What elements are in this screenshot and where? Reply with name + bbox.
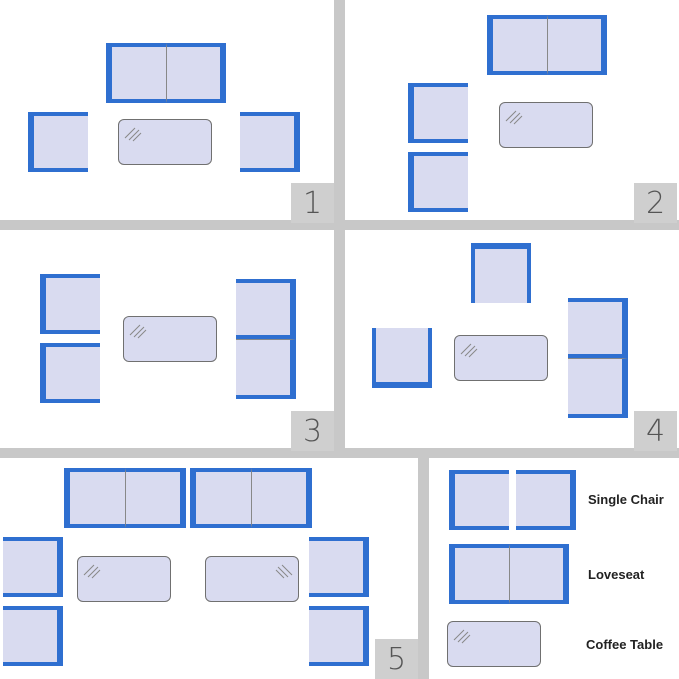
- loveseat-bottom-seat: [236, 339, 296, 399]
- coffee-table: [205, 556, 299, 602]
- loveseat-right-seat: [251, 468, 312, 528]
- legend-loveseat-left-seat: [449, 544, 509, 604]
- single-chair: [40, 343, 100, 403]
- single-chair: [3, 606, 63, 666]
- panel-number: 5: [375, 639, 418, 679]
- coffee-table: [77, 556, 171, 602]
- panel-number: 3: [291, 411, 334, 451]
- single-chair: [3, 537, 63, 597]
- glass-glare-icon: [124, 127, 142, 142]
- single-chair: [408, 83, 468, 143]
- legend-coffee-table: [447, 621, 541, 667]
- loveseat-left-seat: [106, 43, 166, 103]
- loveseat-top-seat: [236, 279, 296, 339]
- single-chair: [372, 328, 432, 388]
- loveseat-top-seat: [568, 298, 628, 358]
- loveseat-left-seat: [487, 15, 547, 75]
- panel-number: 4: [634, 411, 677, 451]
- glass-glare-icon: [505, 110, 523, 125]
- glass-glare-icon: [275, 564, 293, 579]
- single-chair: [28, 112, 88, 172]
- coffee-table: [118, 119, 212, 165]
- glass-glare-icon: [453, 629, 471, 644]
- single-chair: [471, 243, 531, 303]
- loveseat-right-seat: [125, 468, 186, 528]
- single-chair: [309, 537, 369, 597]
- legend-label-coffee-table: Coffee Table: [586, 637, 664, 652]
- glass-glare-icon: [460, 343, 478, 358]
- coffee-table: [123, 316, 217, 362]
- glass-glare-icon: [83, 564, 101, 579]
- single-chair: [240, 112, 300, 172]
- glass-glare-icon: [129, 324, 147, 339]
- legend-single-chair: [449, 470, 509, 530]
- panel-number: 1: [291, 183, 334, 223]
- coffee-table: [454, 335, 548, 381]
- legend-single-chair: [516, 470, 576, 530]
- coffee-table: [499, 102, 593, 148]
- panel-number: 2: [634, 183, 677, 223]
- loveseat-right-seat: [547, 15, 607, 75]
- legend-loveseat-right-seat: [509, 544, 569, 604]
- single-chair: [40, 274, 100, 334]
- loveseat-right-seat: [166, 43, 226, 103]
- legend-label-loveseat: Loveseat: [588, 567, 645, 582]
- single-chair: [408, 152, 468, 212]
- layout-panel-1: [0, 0, 334, 220]
- single-chair: [309, 606, 369, 666]
- loveseat-bottom-seat: [568, 358, 628, 418]
- loveseat-left-seat: [190, 468, 251, 528]
- loveseat-left-seat: [64, 468, 125, 528]
- legend-label-single-chair: Single Chair: [588, 492, 664, 507]
